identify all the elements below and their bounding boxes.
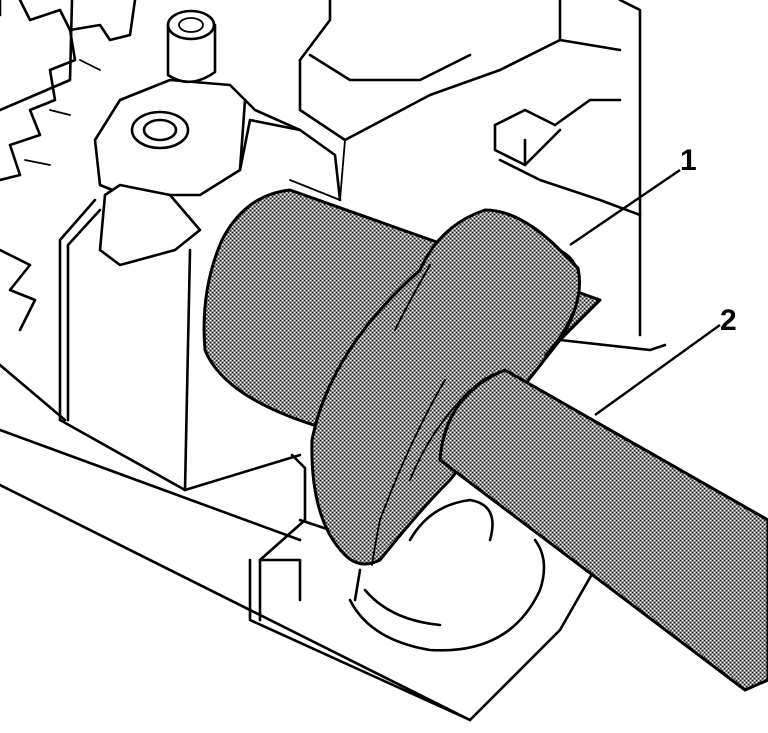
callout-label-1: 1 (680, 144, 697, 177)
leader-lines (569, 169, 721, 416)
seal-bore (348, 498, 546, 652)
seal-installer-tool (202, 188, 768, 692)
stud-bracket (93, 9, 342, 267)
gear (0, 0, 137, 332)
leader-line-2 (594, 324, 721, 416)
leader-line-1 (569, 169, 681, 246)
callout-label-2: 2 (720, 304, 737, 337)
